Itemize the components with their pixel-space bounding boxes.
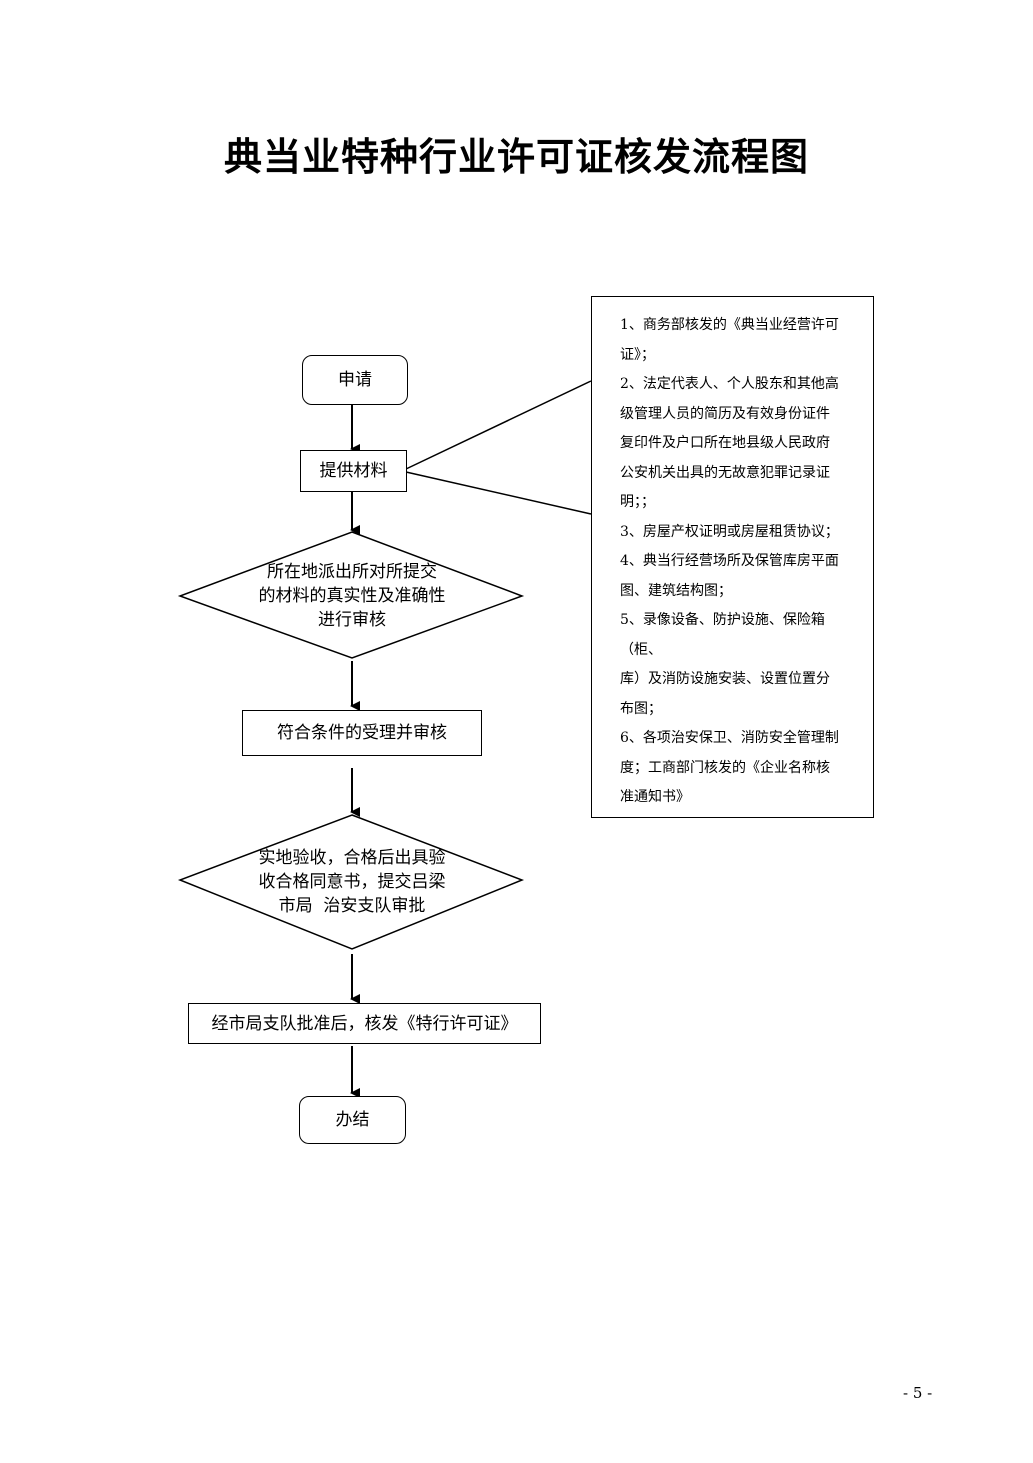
materials-node: 提供材料 — [300, 450, 407, 492]
materials-list-line: 4、典当行经营场所及保管库房平面 — [620, 553, 839, 569]
materials-list-line: 5、录像设备、防护设施、保险箱（柜、 — [620, 612, 825, 658]
materials-list-line: 图、建筑结构图； — [620, 582, 732, 599]
materials-label: 提供材料 — [319, 461, 388, 481]
materials-list-line: 布图； — [620, 700, 662, 717]
materials-list-line: 级管理人员的简历及有效身份证件 — [620, 405, 830, 422]
review-text: 所在地派出所对所提交 的材料的真实性及准确性 进行审核 — [230, 560, 474, 632]
materials-list-line: 准通知书》 — [620, 789, 690, 805]
review-line-1: 所在地派出所对所提交 — [267, 562, 437, 582]
inspect-diamond — [177, 814, 525, 950]
materials-list-line: 证》； — [620, 346, 655, 363]
materials-list-line: 明；； — [620, 494, 655, 510]
inspect-line-3: 市局 治安支队审批 — [278, 896, 426, 916]
inspect-line-1: 实地验收，合格后出具验 — [258, 848, 446, 868]
issue-label: 经市局支队批准后，核发《特行许可证》 — [211, 1013, 518, 1034]
materials-list-box: 1、商务部核发的《典当业经营许可 证》； 2、法定代表人、个人股东和其他高 级管… — [591, 296, 874, 818]
accept-node: 符合条件的受理并审核 — [242, 710, 482, 756]
review-diamond — [177, 531, 525, 659]
inspect-line-2: 收合格同意书，提交吕梁 — [258, 872, 446, 892]
materials-list-line: 3、房屋产权证明或房屋租赁协议； — [620, 523, 839, 540]
apply-label: 申请 — [338, 370, 372, 390]
callout-line-top — [405, 380, 592, 470]
callout-line-bottom — [405, 471, 592, 515]
materials-list-line: 2、法定代表人、个人股东和其他高 — [620, 376, 839, 392]
inspect-text: 实地验收，合格后出具验 收合格同意书，提交吕梁 市局 治安支队审批 — [230, 846, 474, 918]
page-title: 典当业特种行业许可证核发流程图 — [223, 135, 809, 179]
materials-list-line: 复印件及户口所在地县级人民政府 — [620, 435, 830, 451]
issue-node: 经市局支队批准后，核发《特行许可证》 — [188, 1003, 541, 1044]
done-node: 办结 — [299, 1096, 406, 1144]
accept-label: 符合条件的受理并审核 — [277, 723, 447, 743]
page-number: - 5 - — [903, 1384, 933, 1402]
review-line-2: 的材料的真实性及准确性 — [258, 586, 446, 606]
review-line-3: 进行审核 — [318, 610, 386, 630]
done-label: 办结 — [335, 1110, 370, 1130]
materials-list-line: 1、商务部核发的《典当业经营许可 — [620, 317, 839, 333]
materials-list-line: 6、各项治安保卫、消防安全管理制 — [620, 730, 839, 746]
materials-list-line: 度；工商部门核发的《企业名称核 — [620, 759, 830, 776]
materials-list-line: 公安机关出具的无故意犯罪记录证 — [620, 464, 830, 481]
materials-list-line: 库）及消防设施安装、设置位置分 — [620, 671, 830, 687]
apply-node: 申请 — [302, 355, 408, 405]
